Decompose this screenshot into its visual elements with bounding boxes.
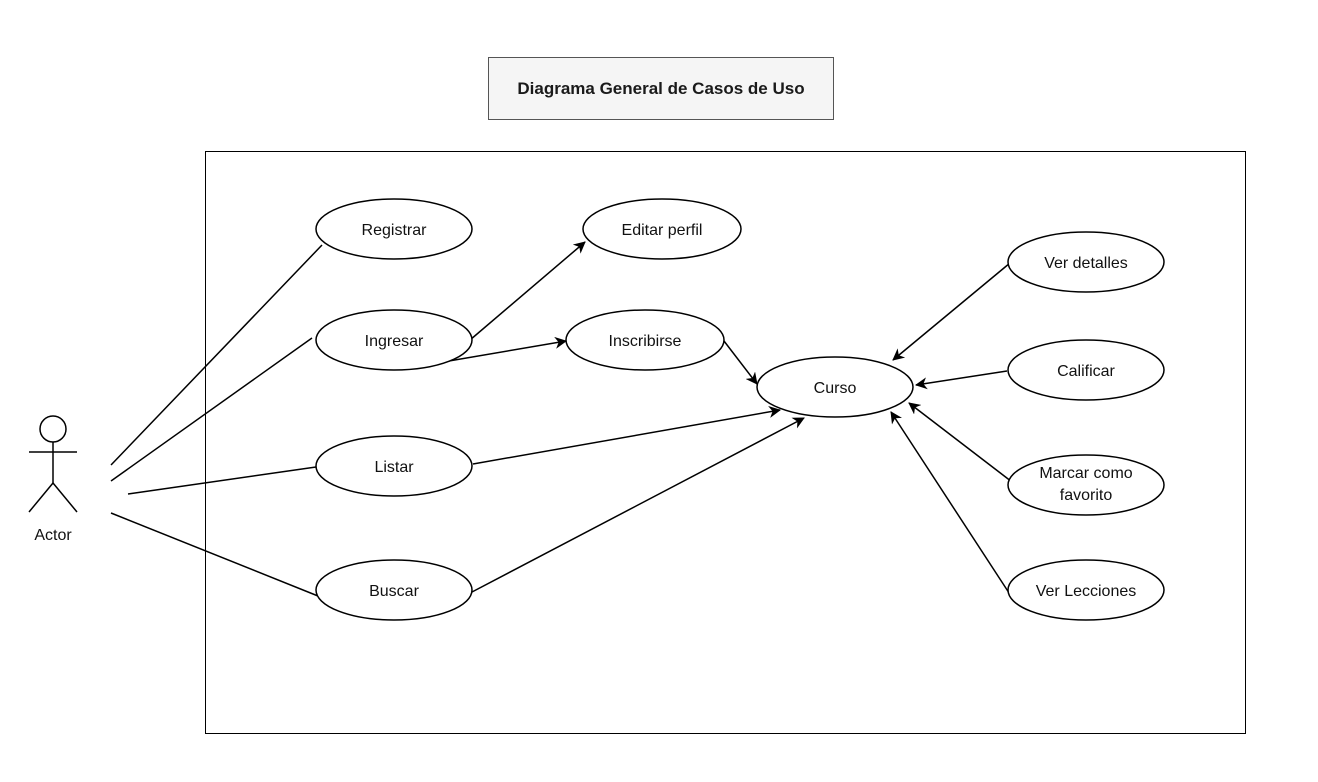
edge-ver-detalles-curso <box>892 262 1011 361</box>
edge-favorito-curso <box>908 402 1017 486</box>
use-case-label: Calificar <box>1057 363 1115 380</box>
use-case-label: Ver detalles <box>1044 255 1128 272</box>
use-case-label: Ver Lecciones <box>1036 583 1137 600</box>
use-case-label: Registrar <box>362 222 428 239</box>
edge-ver-lecciones-curso <box>890 411 1014 600</box>
actor-label: Actor <box>34 527 72 544</box>
edge-ingresar-inscribirse <box>442 336 567 363</box>
use-case-ingresar: Ingresar <box>315 309 473 371</box>
edge-buscar-curso <box>471 417 805 593</box>
use-case-label-line1: Marcar como <box>1039 465 1132 482</box>
edge-actor-buscar <box>110 512 319 597</box>
use-case-label: Buscar <box>369 583 419 600</box>
use-case-editar-perfil: Editar perfil <box>582 198 742 260</box>
edge-actor-registrar <box>110 244 323 466</box>
actor-head-icon <box>39 415 67 443</box>
edge-actor-ingresar <box>110 337 313 482</box>
actor-left-leg <box>28 482 54 513</box>
edge-actor-listar <box>127 466 317 495</box>
edge-calificar-curso <box>915 370 1008 390</box>
use-case-label: Editar perfil <box>622 222 703 239</box>
system-boundary <box>205 151 1246 734</box>
use-case-ver-lecciones: Ver Lecciones <box>1007 559 1165 621</box>
use-case-ver-detalles: Ver detalles <box>1007 231 1165 293</box>
actor: Actor <box>28 415 78 544</box>
use-case-registrar: Registrar <box>315 198 473 260</box>
use-case-inscribirse: Inscribirse <box>565 309 725 371</box>
use-case-label: Ingresar <box>365 333 424 350</box>
edge-ingresar-editar-perfil <box>469 241 586 341</box>
use-case-label: Listar <box>374 459 414 476</box>
use-case-calificar: Calificar <box>1007 339 1165 401</box>
edge-inscribirse-curso <box>723 340 758 385</box>
use-case-buscar: Buscar <box>315 559 473 621</box>
use-case-curso: Curso <box>756 356 914 418</box>
edge-listar-curso <box>472 405 781 465</box>
actor-right-leg <box>52 482 78 513</box>
use-case-marcar-favorito: Marcar como favorito <box>1007 454 1165 516</box>
use-case-label: Curso <box>814 380 857 397</box>
diagram-title: Diagrama General de Casos de Uso <box>488 57 834 120</box>
use-case-listar: Listar <box>315 435 473 497</box>
use-case-label: Inscribirse <box>609 333 682 350</box>
use-case-label-line2: favorito <box>1060 487 1113 504</box>
